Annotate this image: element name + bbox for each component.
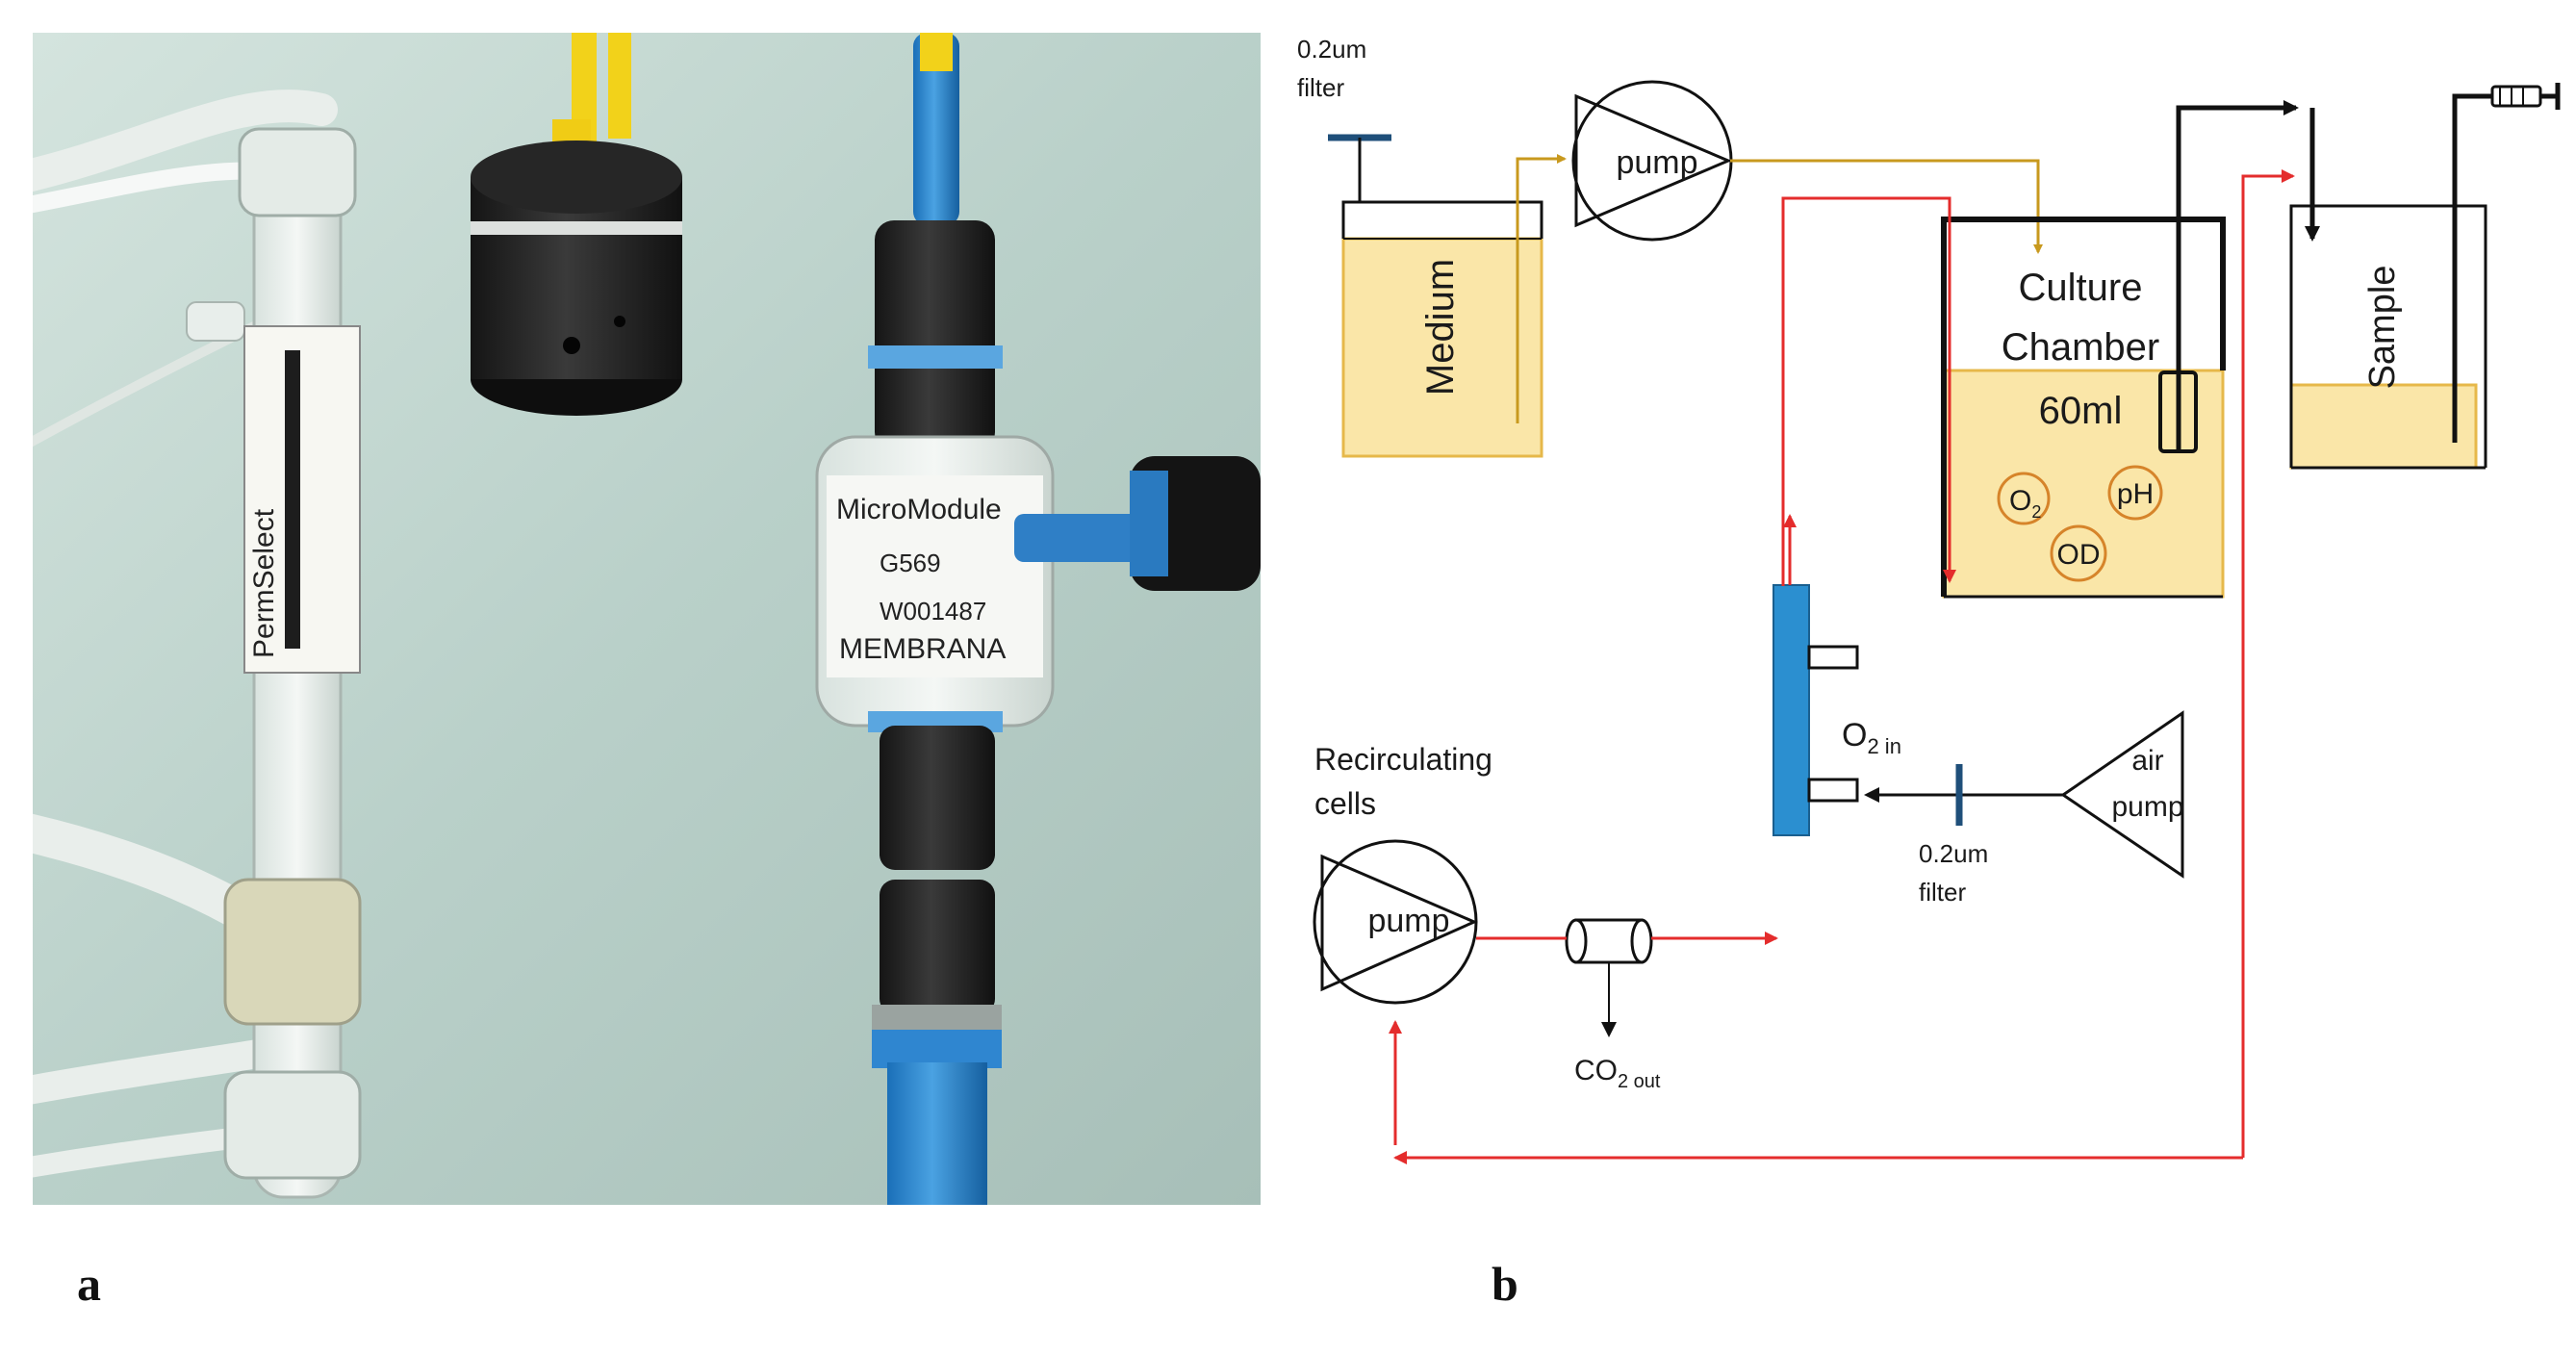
medium-label: Medium xyxy=(1419,259,1462,396)
co2-out-main: CO xyxy=(1574,1055,1618,1086)
micromodule-label: MicroModule xyxy=(836,494,1002,525)
o2-in-sub: 2 in xyxy=(1867,734,1900,758)
svg-text:O2 in: O2 in xyxy=(1842,717,1901,758)
sensor-o2-main: O xyxy=(2009,485,2031,517)
micromodule-assembly: MicroModule G569 W001487 MEMBRANA xyxy=(815,33,1261,1205)
co2-trap xyxy=(1565,918,1653,1037)
air-line xyxy=(1864,764,2063,826)
o2-in-main: O xyxy=(1842,717,1867,754)
sensor-ph-label: pH xyxy=(2117,478,2154,510)
culture-volume-label: 60ml xyxy=(2039,390,2123,432)
sample-transfer-line xyxy=(2158,100,2320,453)
micromodule-part: G569 xyxy=(880,549,941,577)
pump-top-label: pump xyxy=(1616,144,1697,181)
permselect-module: PermSelect xyxy=(186,127,362,1199)
sensor-od: OD xyxy=(2050,524,2107,582)
filter-top xyxy=(1328,134,1391,202)
syringe-icon xyxy=(2490,83,2561,110)
bioreactor-schematic: 0.2um filter Medium pump Culture Chamber… xyxy=(1297,35,2561,1164)
sensor-o2-sub: 2 xyxy=(2031,502,2041,522)
filter-bottom-label-line1: 0.2um xyxy=(1919,839,1988,868)
micromodule-serial: W001487 xyxy=(880,597,986,626)
recirculating-label-line1: Recirculating xyxy=(1314,742,1492,777)
culture-chamber-label-line1: Culture xyxy=(2019,267,2143,309)
medium-vessel: Medium xyxy=(1341,200,1543,458)
sensor-ph: pH xyxy=(2107,465,2163,521)
filter-bottom-label-line2: filter xyxy=(1919,878,1966,907)
sample-label: Sample xyxy=(2362,266,2403,390)
panel-label-b: b xyxy=(1492,1257,1518,1311)
photo-membrane-modules: PermSelect MicroModule G569 W001487 MEMB… xyxy=(33,33,1261,1205)
culture-chamber: Culture Chamber 60ml xyxy=(1941,217,2226,599)
oxygenator-module xyxy=(1773,584,1859,836)
recirculation-pump: pump xyxy=(1313,839,1478,1005)
membrana-label: MEMBRANA xyxy=(839,633,1006,665)
culture-chamber-label-line2: Chamber xyxy=(2002,326,2160,369)
svg-text:CO2 out: CO2 out xyxy=(1574,1055,1661,1092)
air-pump: air pump xyxy=(2060,710,2184,879)
permselect-label-sticker xyxy=(243,325,361,674)
panel-label-a: a xyxy=(77,1257,101,1311)
recirculation-flow-line xyxy=(1389,169,2295,1164)
black-cap xyxy=(471,33,682,416)
recirculating-label-line2: cells xyxy=(1314,786,1376,821)
pump-bottom-label: pump xyxy=(1367,903,1449,939)
medium-pump: pump xyxy=(1571,80,1733,242)
air-pump-label-line2: pump xyxy=(2111,791,2183,823)
permselect-label: PermSelect xyxy=(248,508,280,658)
filter-top-label-line1: 0.2um xyxy=(1297,35,1366,64)
sensor-od-label: OD xyxy=(2057,539,2101,571)
sensor-o2: O2 xyxy=(1997,472,2051,525)
co2-out-sub: 2 out xyxy=(1618,1071,1661,1092)
svg-text:O2: O2 xyxy=(2009,485,2041,522)
air-pump-label-line1: air xyxy=(2131,745,2163,777)
sample-vessel: Sample xyxy=(2289,93,2492,470)
filter-top-label-line2: filter xyxy=(1297,73,1344,102)
